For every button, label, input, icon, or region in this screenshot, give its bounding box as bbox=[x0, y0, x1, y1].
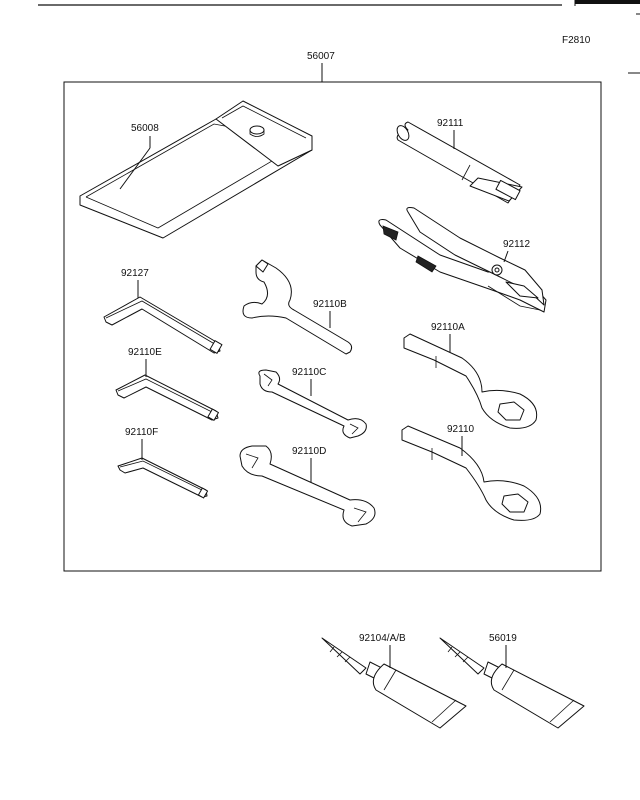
label-hook-wrench: 92110B bbox=[313, 299, 347, 310]
hex-wrench-medium bbox=[115, 374, 219, 421]
label-pliers: 92112 bbox=[503, 239, 531, 250]
open-wrench-small bbox=[258, 369, 367, 439]
label-open-wrench-large: 92110D bbox=[292, 446, 326, 457]
label-box-wrench-a: 92110A bbox=[431, 322, 465, 333]
label-extension-bar: 92111 bbox=[437, 118, 464, 129]
label-box-wrench: 92110 bbox=[447, 424, 475, 435]
hook-wrench bbox=[242, 259, 353, 355]
label-open-wrench-small: 92110C bbox=[292, 367, 326, 378]
hex-wrench-small bbox=[117, 457, 209, 499]
label-pouch: 56008 bbox=[131, 123, 159, 134]
box-wrench-a bbox=[403, 333, 538, 429]
pliers bbox=[378, 207, 547, 313]
label-hex-wrench-large: 92127 bbox=[121, 268, 149, 279]
extension-bar bbox=[396, 121, 523, 204]
kit-frame bbox=[63, 81, 602, 572]
tool-pouch bbox=[79, 100, 313, 239]
label-grease-tube-2: 56019 bbox=[489, 633, 517, 644]
label-grease-tube-1: 92104/A/B bbox=[359, 633, 406, 644]
label-hex-wrench-medium: 92110E bbox=[128, 347, 162, 358]
grease-tube-2 bbox=[439, 637, 585, 729]
kit-label: 56007 bbox=[307, 51, 335, 62]
box-wrench bbox=[401, 425, 542, 521]
open-wrench-large bbox=[239, 445, 376, 527]
figure-code: F2810 bbox=[562, 35, 591, 46]
label-hex-wrench-small: 92110F bbox=[125, 427, 158, 438]
hex-wrench-large bbox=[103, 296, 223, 354]
page-border bbox=[38, 0, 640, 74]
grease-tube-1 bbox=[321, 637, 467, 729]
